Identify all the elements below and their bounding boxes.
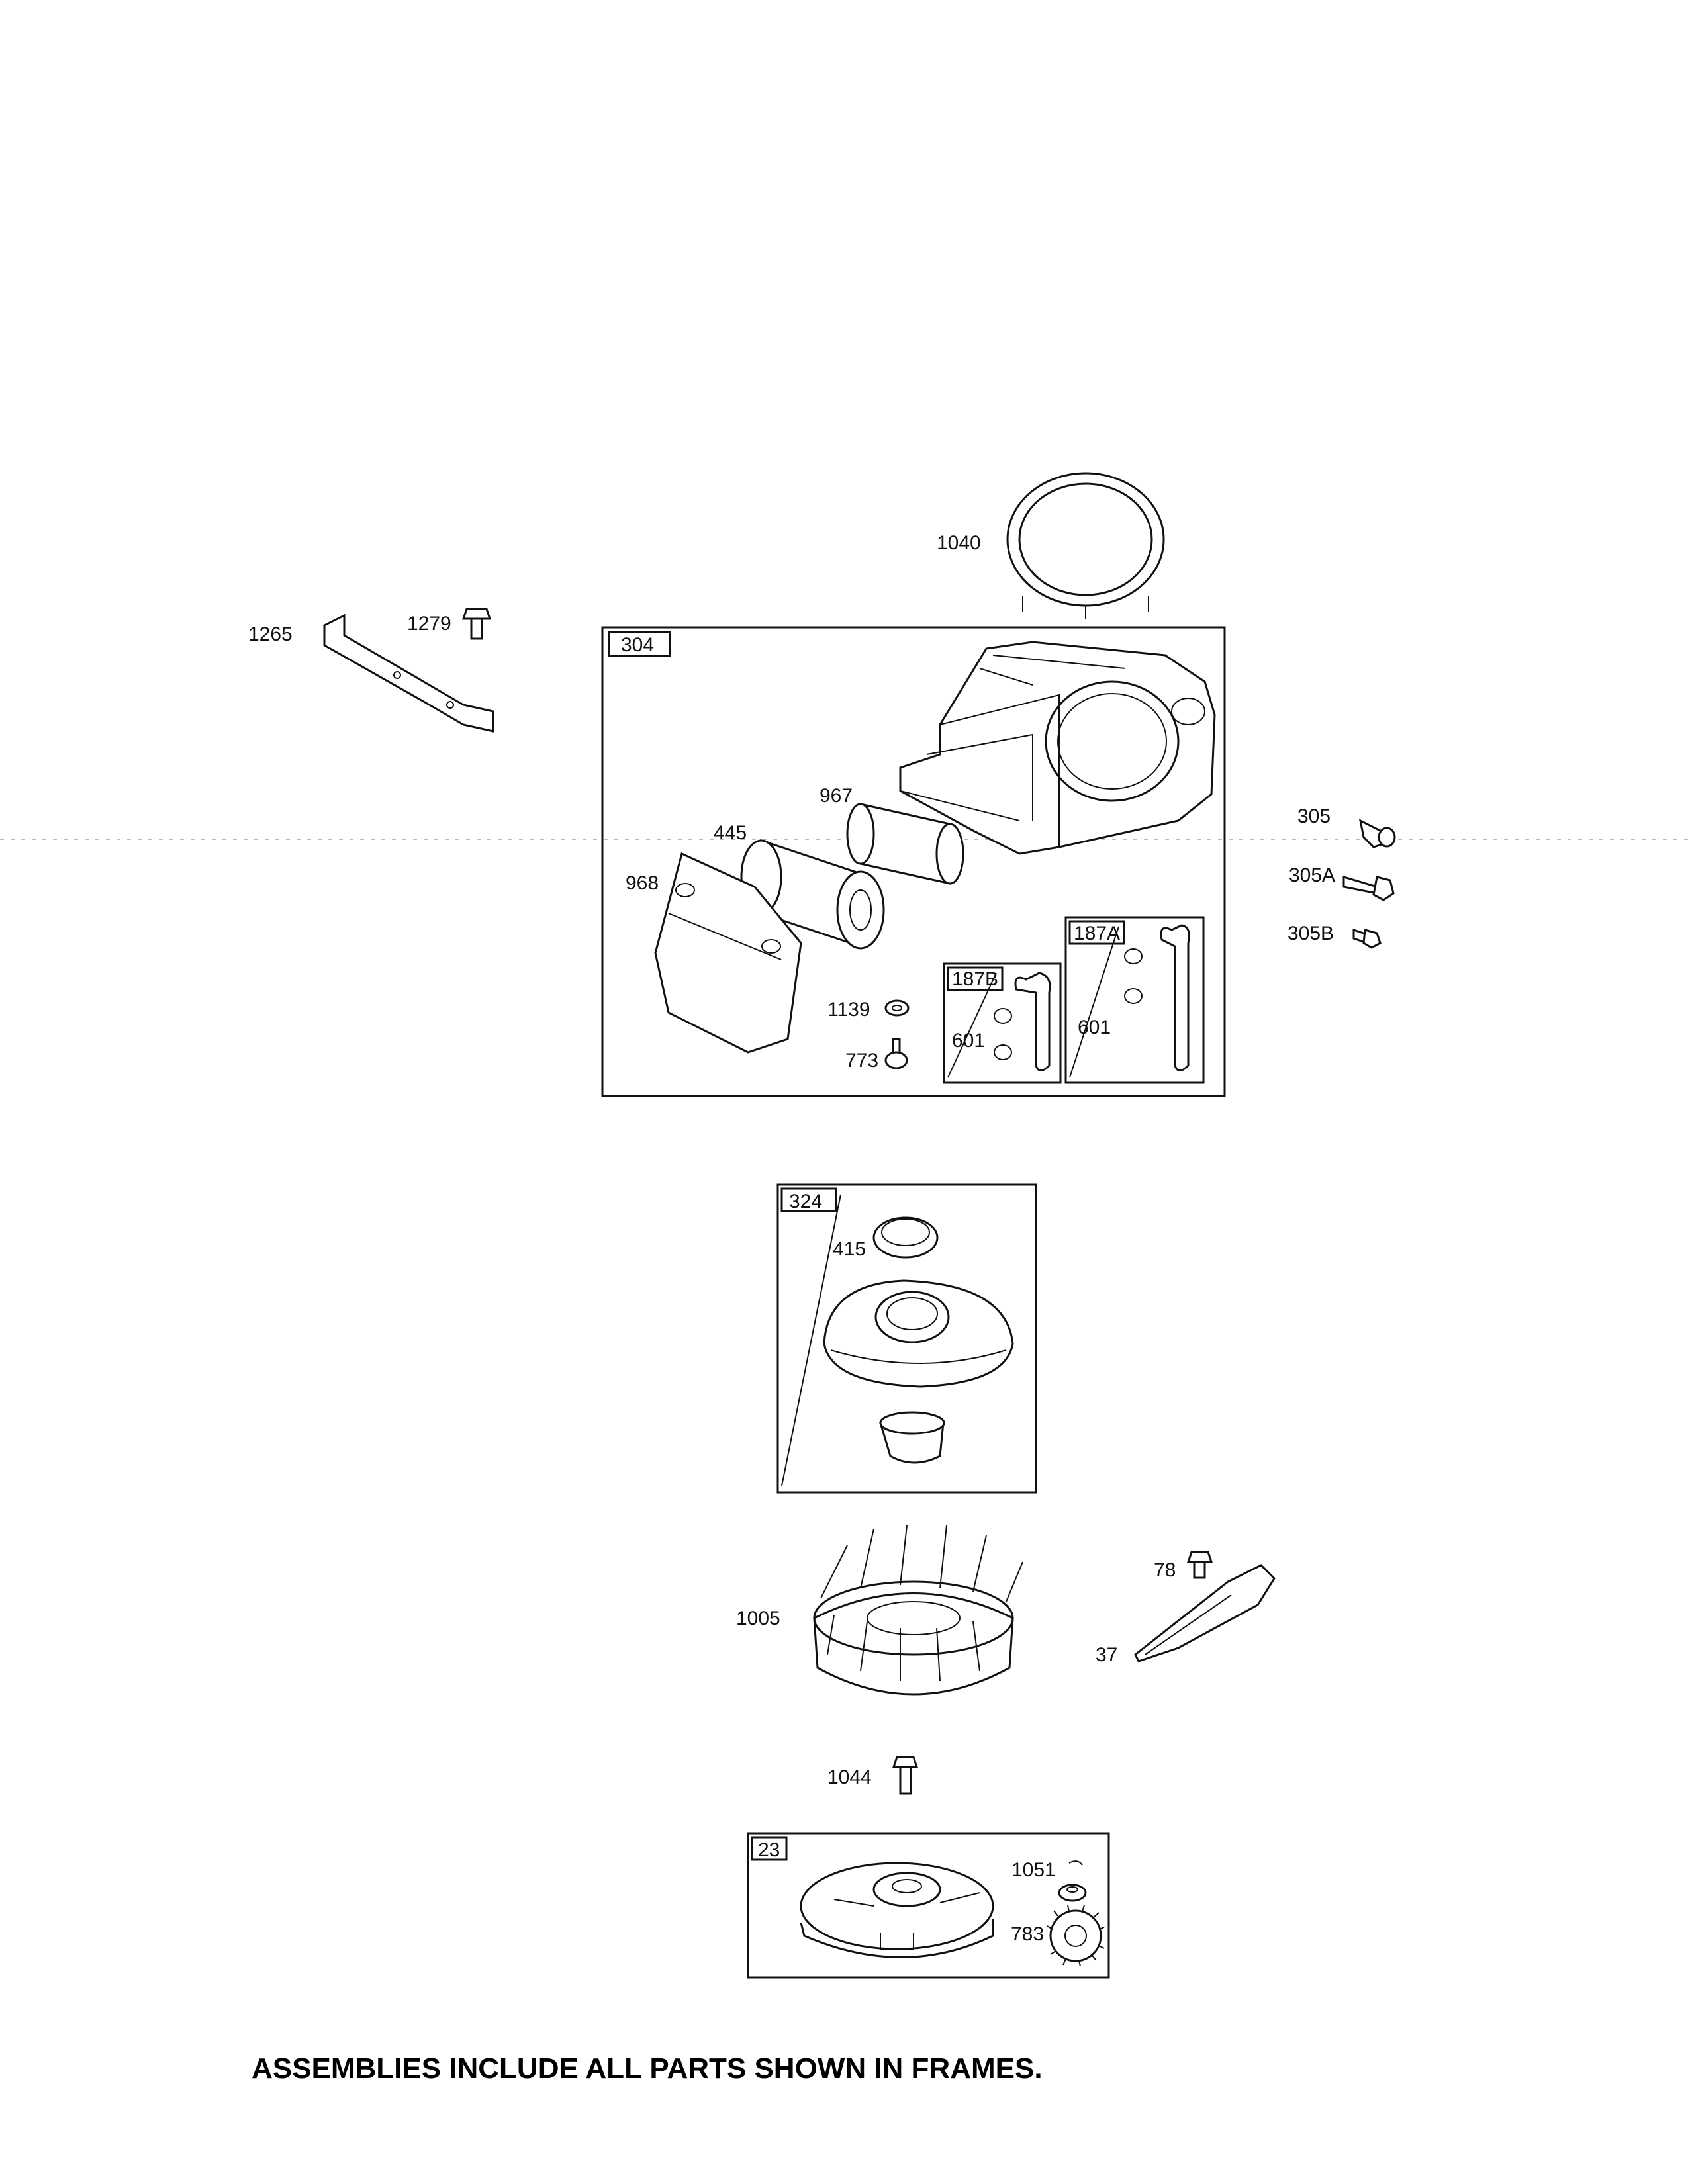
part-1051-nut (1058, 1884, 1087, 1902)
label-305A: 305A (1289, 864, 1335, 886)
part-blower-housing (899, 641, 1216, 855)
part-445-air-filter (740, 839, 885, 950)
label-305: 305 (1297, 805, 1331, 827)
frame-324 (776, 1183, 1037, 1494)
frame-324-label: 324 (789, 1191, 822, 1212)
part-1265-bracket (323, 614, 494, 733)
frame-324-tag (780, 1187, 837, 1212)
frame-187A (1064, 916, 1205, 1084)
label-37: 37 (1096, 1644, 1117, 1666)
part-1139-washer (884, 999, 910, 1017)
frame-304-tag (608, 631, 671, 657)
part-415-cap (872, 1216, 939, 1259)
frame-187B-label: 187B (952, 968, 998, 990)
label-967: 967 (820, 785, 853, 807)
part-37-air-guide (1134, 1564, 1276, 1662)
label-783: 783 (1011, 1923, 1044, 1945)
part-78-screw (1186, 1551, 1213, 1579)
part-187A-hose (1124, 924, 1190, 1071)
label-445: 445 (714, 822, 747, 844)
label-1265: 1265 (248, 623, 293, 645)
frame-304-label: 304 (621, 634, 654, 656)
label-601-187A: 601 (1078, 1017, 1111, 1038)
label-1044: 1044 (827, 1766, 872, 1788)
part-23-flywheel (800, 1862, 994, 1958)
part-1044-bolt (892, 1756, 919, 1795)
part-324-starter-cup (878, 1411, 945, 1464)
part-783-gear (1047, 1905, 1105, 1967)
label-968: 968 (626, 872, 659, 894)
frame-187A-label: 187A (1074, 923, 1120, 944)
part-967-precleaner (846, 803, 964, 885)
part-968-cover (654, 852, 802, 1054)
part-773-knob (884, 1038, 908, 1069)
part-305A-screw (1342, 875, 1395, 901)
frame-23 (747, 1832, 1110, 1979)
part-1051-key (1068, 1860, 1083, 1866)
label-1040: 1040 (937, 532, 981, 554)
part-1040-ring (1006, 472, 1165, 619)
label-1139: 1139 (827, 999, 870, 1021)
part-305-screw (1358, 819, 1396, 848)
label-1051: 1051 (1011, 1859, 1056, 1881)
part-1279-bolt (461, 608, 492, 640)
frame-187B-tag (947, 966, 1004, 991)
frame-187B (943, 962, 1062, 1084)
part-187B-hose (994, 972, 1051, 1071)
frame-23-label: 23 (758, 1839, 780, 1861)
label-601-187B: 601 (952, 1030, 985, 1052)
label-1279: 1279 (407, 613, 451, 635)
frame-304 (601, 626, 1226, 1097)
part-305B-screw (1352, 928, 1382, 949)
label-305B: 305B (1288, 923, 1334, 944)
label-1005: 1005 (736, 1608, 780, 1629)
frame-23-tag (751, 1836, 788, 1861)
part-324-starter-housing (823, 1279, 1014, 1388)
label-78: 78 (1154, 1559, 1176, 1581)
label-415: 415 (833, 1238, 866, 1260)
footer-note: ASSEMBLIES INCLUDE ALL PARTS SHOWN IN FR… (252, 2052, 1043, 2085)
part-1005-fan (813, 1525, 1023, 1696)
frame-187A-tag (1068, 920, 1125, 945)
label-773: 773 (845, 1050, 878, 1071)
